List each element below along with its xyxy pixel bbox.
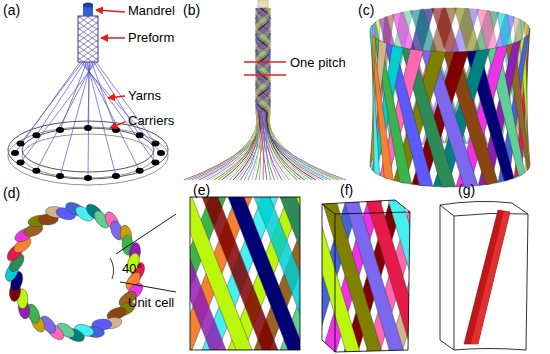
part-label: Carriers — [128, 114, 174, 128]
part-label: Yarns — [128, 89, 161, 103]
yarn — [88, 62, 89, 128]
wedge-line — [120, 282, 176, 292]
yarn — [87, 62, 116, 176]
yarn — [21, 62, 97, 163]
yarn — [60, 62, 91, 176]
unit-cell-perspective — [300, 200, 470, 352]
yarn — [256, 8, 342, 180]
carrier — [11, 150, 19, 156]
carrier — [136, 132, 144, 138]
leader-arrow — [101, 37, 125, 39]
preform-hatch — [78, 58, 98, 62]
yarn — [256, 8, 346, 180]
carrier — [56, 173, 64, 179]
leader-arrow — [96, 10, 125, 12]
panel-label: (f) — [340, 183, 353, 198]
braiding-machine — [8, 0, 168, 185]
preform-hatch — [78, 22, 98, 36]
preform-hatch — [78, 52, 98, 62]
yarn-highlight — [471, 211, 510, 344]
mandrel-top — [83, 3, 93, 8]
angle-arc — [110, 258, 114, 279]
carrier — [17, 160, 25, 166]
carrier — [17, 140, 25, 146]
preform-hatch — [78, 22, 98, 36]
tube-cross-section — [3, 200, 176, 344]
part-label: Mandrel — [128, 4, 175, 18]
braided-tube — [370, 8, 530, 187]
panel-label: (e) — [193, 183, 210, 198]
wedge-line — [116, 214, 176, 254]
preform — [78, 16, 98, 62]
panel-label: (g) — [458, 183, 475, 198]
yarn — [36, 62, 84, 135]
leader-arrow — [110, 122, 125, 128]
preform-hatch — [78, 40, 98, 54]
preform-hatch — [78, 28, 98, 42]
yarn — [388, 200, 448, 352]
cell-box — [190, 197, 300, 350]
yarn — [82, 62, 155, 163]
part-label: One pitch — [290, 56, 346, 70]
yarn — [88, 62, 89, 178]
leader-arrow — [108, 96, 125, 98]
yarn — [21, 62, 83, 143]
preform-hatch — [78, 46, 98, 60]
preform-hatch — [78, 34, 98, 48]
carrier — [84, 125, 92, 131]
carrier — [32, 168, 40, 174]
preform-hatch — [78, 34, 98, 48]
preform-hatch — [78, 16, 98, 30]
panel-label: (c) — [358, 3, 374, 18]
carrier — [112, 173, 120, 179]
carrier — [136, 168, 144, 174]
carrier — [151, 140, 159, 146]
preform-hatch — [78, 58, 98, 62]
pitch-marker — [244, 61, 286, 63]
part-label: Preform — [128, 31, 174, 45]
panel-label: (a) — [3, 3, 20, 18]
single-yarn-cell — [440, 201, 528, 350]
part-label: Unit cell — [128, 296, 174, 310]
carrier — [32, 132, 40, 138]
yarn — [280, 197, 300, 350]
preform-hatch — [78, 40, 98, 54]
panel-label: (b) — [183, 3, 200, 18]
pitch-marker — [244, 74, 286, 76]
panel-label: (d) — [3, 186, 20, 201]
braiding-yarns — [184, 0, 346, 180]
yarn — [36, 62, 93, 171]
angle-label: 40° — [122, 262, 142, 276]
carrier — [151, 160, 159, 166]
yarn — [464, 210, 510, 344]
preform-hatch — [78, 52, 98, 62]
carrier — [112, 127, 120, 133]
yarn — [60, 62, 87, 130]
preform-hatch — [78, 46, 98, 60]
carrier — [56, 127, 64, 133]
cell-box — [322, 200, 410, 352]
carrier — [84, 175, 92, 181]
yarn — [370, 25, 380, 176]
cell-box — [440, 201, 528, 350]
preform-hatch — [78, 16, 98, 30]
preform-hatch — [78, 28, 98, 42]
carrier — [157, 150, 165, 156]
